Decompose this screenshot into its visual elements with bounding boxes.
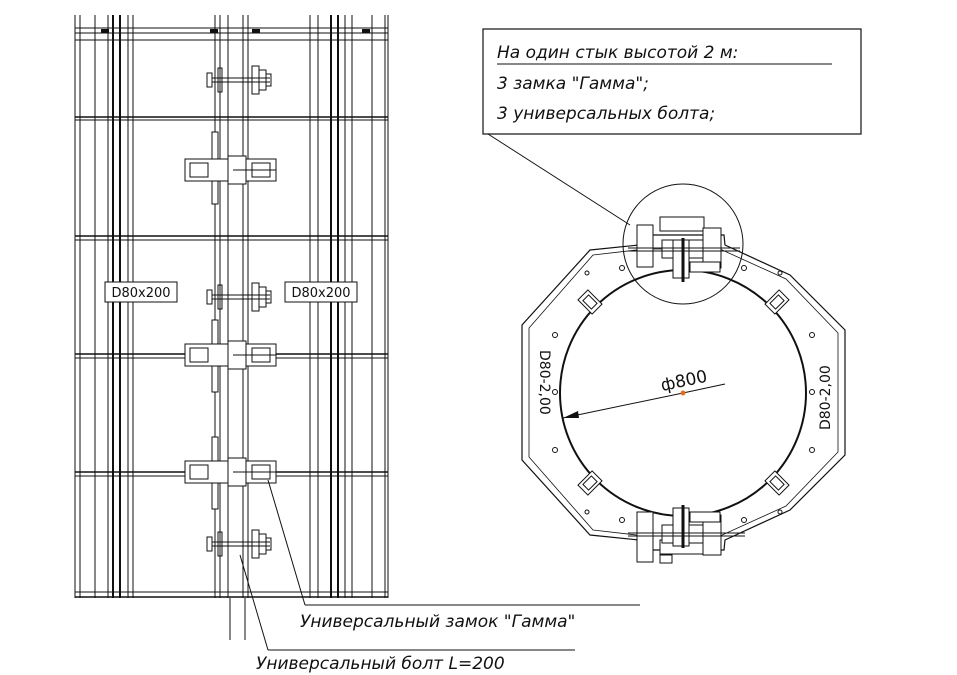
elevation-vertical-lines [74, 15, 389, 640]
formwork-plan: На один стык высотой 2 м: 3 замка "Гамма… [482, 28, 862, 564]
center-mark [680, 390, 686, 396]
elevation-horizontal-lines [75, 27, 388, 598]
formwork-elevation: D80x200 D80x200 Универсальный замок "Гам… [74, 15, 640, 674]
universal-bolt [206, 65, 272, 95]
side-label-left: D80-2,00 [536, 350, 552, 415]
top-clips [101, 29, 370, 33]
plan-lock-bottom [628, 505, 745, 564]
panel-label-right: D80x200 [284, 281, 358, 303]
note-box: На один стык высотой 2 м: 3 замка "Гамма… [482, 28, 862, 135]
panel-label-left: D80x200 [104, 281, 178, 303]
note-leader [487, 133, 631, 226]
note-line-1: На один стык высотой 2 м: [497, 43, 738, 63]
gamma-lock [184, 436, 277, 510]
universal-bolt [206, 529, 272, 559]
note-line-3: 3 универсальных болта; [497, 104, 715, 124]
callout-leaders [239, 479, 640, 651]
gamma-lock [184, 319, 277, 393]
plan-lock-top [628, 216, 740, 282]
corner-brackets [577, 289, 790, 496]
note-line-2: 3 замка "Гамма"; [497, 74, 649, 94]
side-label-right: D80-2,00 [818, 365, 834, 430]
diameter-dimension: ф800 [562, 367, 726, 419]
universal-bolt [206, 282, 272, 312]
bolt-holes [552, 265, 815, 523]
detail-circle [622, 183, 744, 305]
panel-label-left-text: D80x200 [111, 286, 170, 301]
gamma-lock [184, 131, 277, 205]
octagon-frame-outer [521, 234, 846, 551]
lock-callout-text: Универсальный замок "Гамма" [300, 612, 575, 632]
panel-label-right-text: D80x200 [291, 286, 350, 301]
bolt-callout-text: Универсальный болт L=200 [256, 654, 505, 674]
